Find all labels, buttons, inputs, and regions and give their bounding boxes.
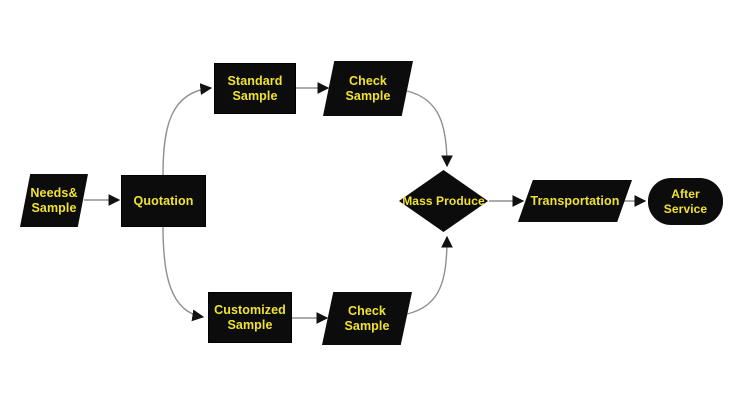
node-quotation: Quotation: [121, 175, 206, 227]
node-check-sample-top: Check Sample: [323, 61, 413, 116]
edge-quotation-to-standard-sample: [162, 83, 213, 176]
node-after-service: After Service: [648, 178, 723, 225]
edge-check-sample-to-mass-produce-bottom: [406, 235, 453, 315]
node-after-service-label: After Service: [663, 186, 708, 216]
node-needs-sample-label: Needs& Sample: [30, 185, 78, 215]
node-check-sample-top-label: Check Sample: [345, 73, 391, 103]
node-transportation: Transportation: [518, 180, 632, 222]
node-needs-sample: Needs& Sample: [20, 174, 88, 227]
edge-check-sample-to-mass-produce-top: [406, 90, 453, 168]
node-standard-sample-label: Standard Sample: [227, 73, 283, 103]
node-check-sample-bottom: Check Sample: [322, 292, 412, 345]
node-transportation-label: Transportation: [530, 193, 620, 208]
node-check-sample-bottom-label: Check Sample: [344, 303, 390, 333]
node-mass-produce-label: Mass Produce: [402, 193, 485, 208]
node-standard-sample: Standard Sample: [214, 63, 296, 114]
node-customized-sample-label: Customized Sample: [214, 302, 286, 332]
edge-quotation-to-customized-sample: [162, 226, 205, 322]
node-quotation-label: Quotation: [133, 193, 194, 208]
node-customized-sample: Customized Sample: [208, 292, 292, 343]
node-mass-produce: Mass Produce: [399, 170, 488, 232]
